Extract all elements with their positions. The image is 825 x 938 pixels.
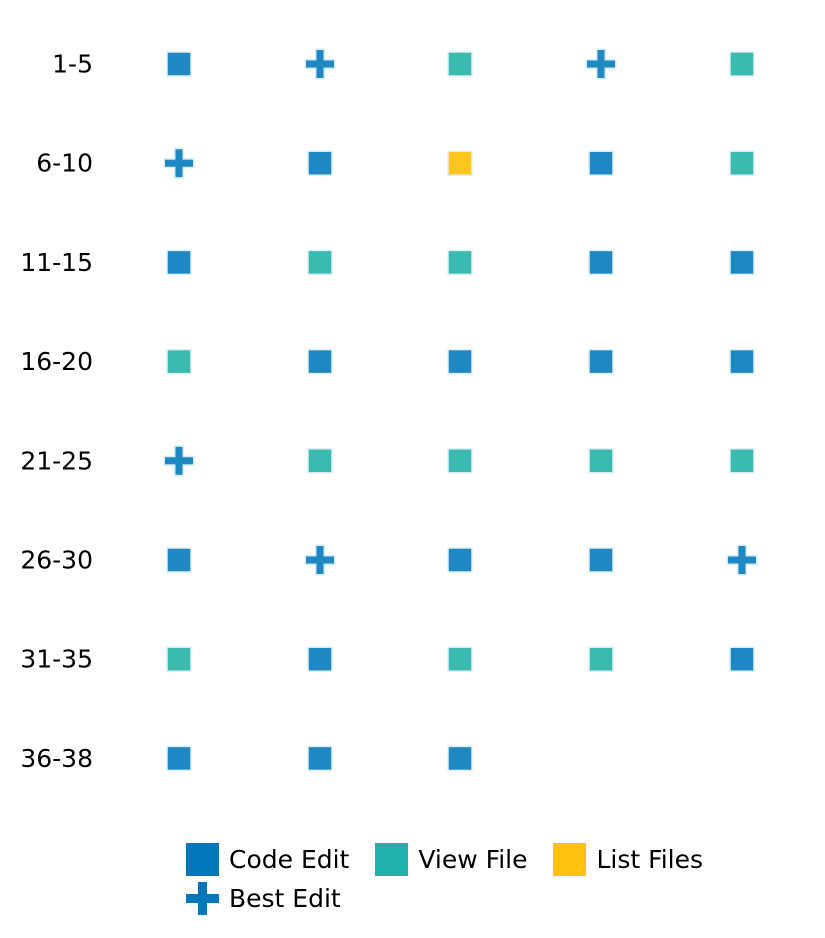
code-edit-marker xyxy=(588,150,614,176)
row-label: 26-30 xyxy=(20,546,93,575)
row-label: 16-20 xyxy=(20,347,93,376)
row-label: 31-35 xyxy=(20,645,93,674)
code-edit-marker xyxy=(447,745,473,772)
code-edit-marker xyxy=(729,348,755,375)
list-files-marker xyxy=(447,150,473,176)
legend-swatch-code-edit xyxy=(186,843,219,876)
legend-label-code-edit: Code Edit xyxy=(229,845,350,874)
code-edit-marker xyxy=(307,348,333,375)
legend-item-best-edit: Best Edit xyxy=(186,882,341,915)
code-edit-marker xyxy=(588,547,614,573)
legend-item-view-file: View File xyxy=(375,843,527,876)
code-edit-marker xyxy=(166,547,192,573)
row-label: 36-38 xyxy=(20,744,93,773)
legend-row-1: Code Edit View File List Files xyxy=(186,840,786,879)
code-edit-marker xyxy=(447,348,473,375)
code-edit-marker xyxy=(166,249,192,276)
legend-row-2: Best Edit xyxy=(186,879,786,918)
view-file-marker xyxy=(588,448,614,474)
view-file-marker xyxy=(447,448,473,474)
legend-label-list-files: List Files xyxy=(596,845,703,874)
view-file-marker xyxy=(588,646,614,672)
best-edit-marker xyxy=(304,544,336,576)
best-edit-marker xyxy=(163,147,195,179)
code-edit-marker xyxy=(729,646,755,672)
code-edit-marker xyxy=(588,249,614,276)
best-edit-marker xyxy=(304,48,336,80)
legend: Code Edit View File List Files Best Edit xyxy=(186,840,786,918)
legend-swatch-view-file xyxy=(375,843,409,876)
legend-label-best-edit: Best Edit xyxy=(229,884,341,913)
code-edit-marker xyxy=(588,348,614,375)
view-file-marker xyxy=(447,249,473,276)
code-edit-marker xyxy=(447,547,473,573)
code-edit-marker xyxy=(307,745,333,772)
legend-swatch-list-files xyxy=(553,843,587,876)
code-edit-marker xyxy=(729,249,755,276)
row-label: 21-25 xyxy=(20,446,93,475)
legend-item-code-edit: Code Edit xyxy=(186,843,349,876)
row-label: 11-15 xyxy=(20,248,93,277)
best-edit-marker xyxy=(726,544,758,576)
row-label: 6-10 xyxy=(36,149,93,178)
legend-label-view-file: View File xyxy=(418,845,528,874)
row-label: 1-5 xyxy=(52,50,93,79)
view-file-marker xyxy=(729,150,755,176)
view-file-marker xyxy=(166,646,192,672)
view-file-marker xyxy=(307,249,333,276)
code-edit-marker xyxy=(307,150,333,176)
code-edit-best-marker xyxy=(166,51,192,77)
view-file-marker xyxy=(729,448,755,474)
legend-item-list-files: List Files xyxy=(553,843,703,876)
view-file-marker xyxy=(166,348,192,375)
legend-plus-icon xyxy=(186,882,219,915)
code-edit-marker xyxy=(166,745,192,772)
best-edit-marker xyxy=(585,48,617,80)
view-file-marker xyxy=(729,51,755,77)
best-edit-marker xyxy=(163,445,195,477)
code-edit-marker xyxy=(307,646,333,672)
view-file-marker xyxy=(447,646,473,672)
view-file-marker xyxy=(307,448,333,474)
step-grid-chart: 1-5 6-10 11-15 16-20 21-25 26-30 31-35 36-38 xyxy=(20,48,758,773)
view-file-marker xyxy=(447,51,473,77)
